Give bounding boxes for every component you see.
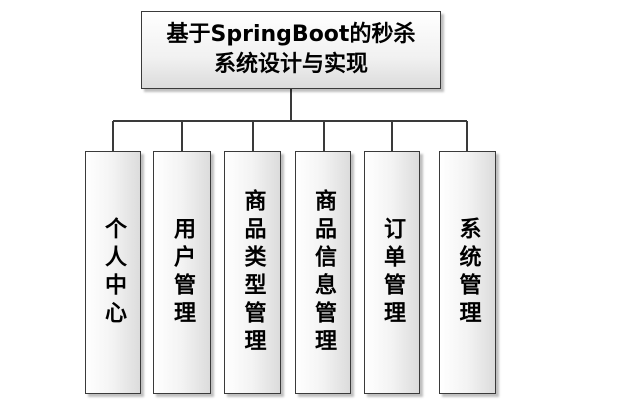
module-node-product-type-management: 商品类型管理	[224, 151, 281, 394]
root-node: 基于SpringBoot的秒杀 系统设计与实现	[141, 11, 441, 89]
module-node-order-management: 订单管理	[364, 151, 420, 394]
module-label: 订单管理	[380, 216, 405, 329]
module-label: 用户管理	[170, 216, 195, 329]
module-label: 系统管理	[455, 216, 481, 329]
module-node-product-info-management: 商品信息管理	[295, 151, 351, 394]
root-title-line-1: 基于SpringBoot的秒杀	[166, 22, 416, 47]
module-label: 商品类型管理	[240, 188, 266, 357]
module-node-system-management: 系统管理	[439, 151, 496, 394]
module-node-personal-center: 个人中心	[85, 151, 141, 394]
module-node-user-management: 用户管理	[153, 151, 211, 394]
module-label: 个人中心	[101, 216, 126, 329]
root-title-line-2: 系统设计与实现	[213, 52, 368, 77]
module-label: 商品信息管理	[311, 188, 336, 357]
